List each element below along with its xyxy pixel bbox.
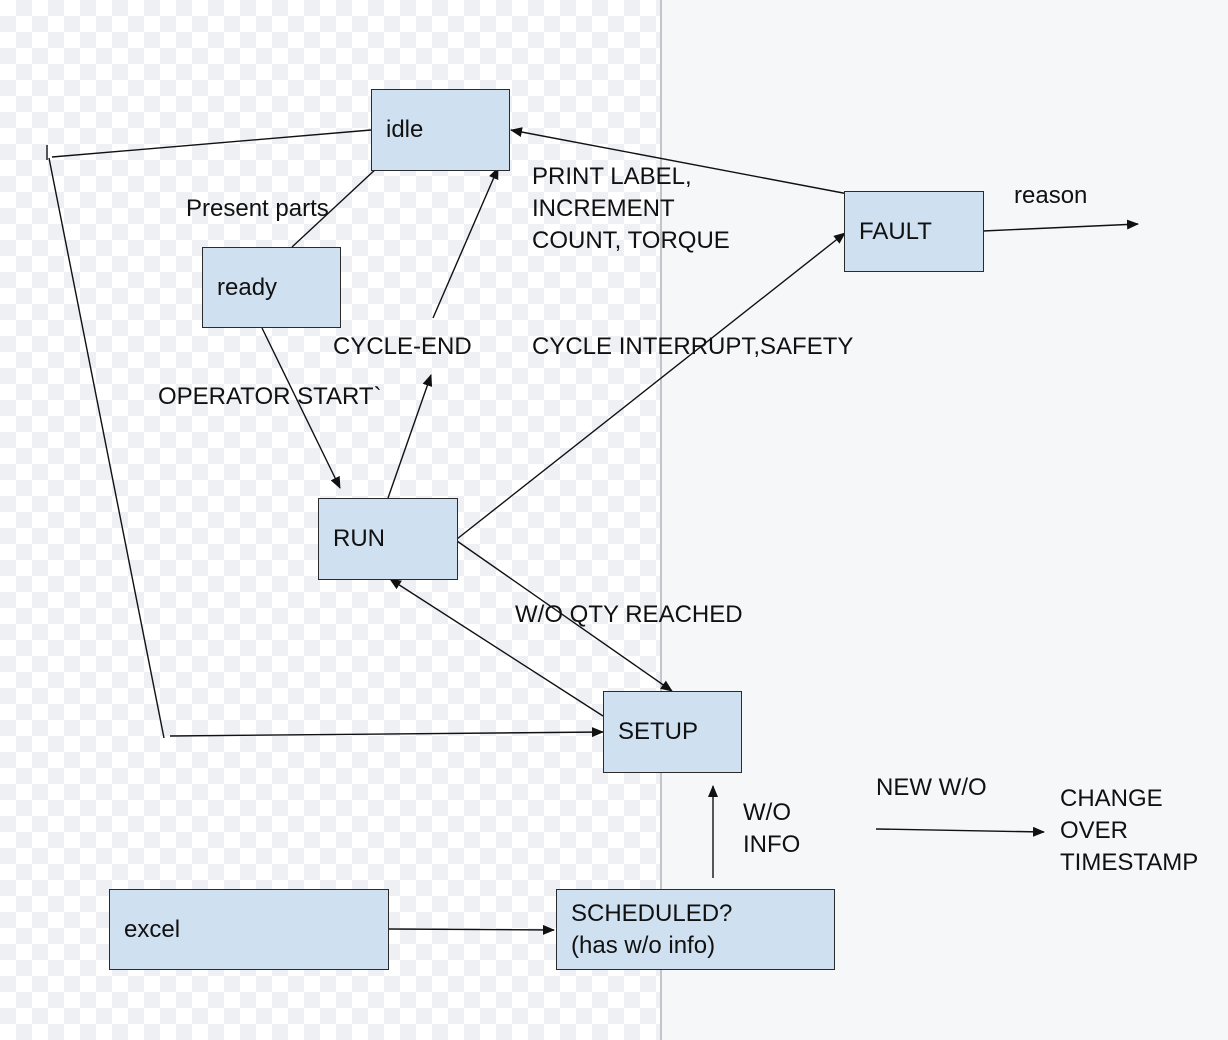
- label-present-parts[interactable]: Present parts: [186, 195, 329, 222]
- node-fault[interactable]: FAULT: [844, 191, 984, 272]
- connector-left-loop-to-setup[interactable]: [169, 727, 604, 738]
- label-wo-qty-reached[interactable]: W/O QTY REACHED: [515, 601, 743, 628]
- connector-run-to-fault[interactable]: [456, 232, 846, 540]
- node-scheduled[interactable]: SCHEDULED? (has w/o info): [556, 889, 835, 970]
- node-setup[interactable]: SETUP: [603, 691, 742, 773]
- connector-idle-to-ready[interactable]: [291, 166, 379, 248]
- node-run[interactable]: RUN: [318, 498, 458, 580]
- label-cycle-interrupt[interactable]: CYCLE INTERRUPT,SAFETY: [532, 333, 854, 360]
- connector-cycle-end-to-idle[interactable]: [432, 167, 499, 319]
- connector-new-wo-to-change-over[interactable]: [875, 826, 1045, 837]
- label-cycle-end[interactable]: CYCLE-END: [333, 333, 472, 360]
- panel-divider[interactable]: [660, 0, 662, 1040]
- connector-ready-to-run[interactable]: [261, 327, 341, 489]
- connector-run-to-cycle-end[interactable]: [387, 374, 433, 499]
- node-idle[interactable]: idle: [371, 89, 510, 171]
- connector-fault-to-reason[interactable]: [982, 219, 1139, 232]
- connector-excel-to-scheduled[interactable]: [388, 924, 555, 935]
- label-change-over[interactable]: CHANGE OVER TIMESTAMP: [1060, 785, 1199, 876]
- label-print-label[interactable]: PRINT LABEL, INCREMENT COUNT, TORQUE: [532, 163, 730, 254]
- connector-left-loop-vertical[interactable]: [48, 157, 165, 739]
- node-excel[interactable]: excel: [109, 889, 389, 970]
- label-reason[interactable]: reason: [1014, 182, 1088, 209]
- node-ready[interactable]: ready: [202, 247, 341, 328]
- label-operator-start[interactable]: OPERATOR START`: [158, 383, 382, 410]
- label-wo-info[interactable]: W/O INFO: [743, 799, 801, 858]
- connector-idle-to-left-loop[interactable]: [51, 129, 372, 158]
- connector-fault-to-idle[interactable]: [510, 127, 881, 201]
- label-new-wo[interactable]: NEW W/O: [876, 774, 987, 801]
- connector-setup-to-run[interactable]: [389, 578, 604, 717]
- connector-run-to-setup[interactable]: [456, 540, 673, 692]
